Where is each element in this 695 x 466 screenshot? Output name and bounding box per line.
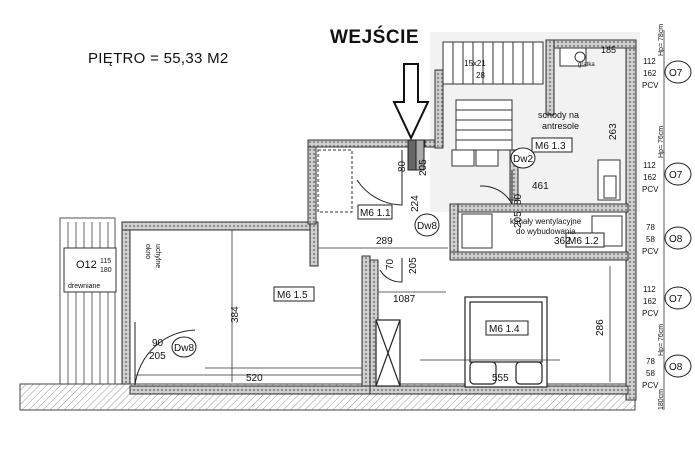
floor-area-title: PIĘTRO = 55,33 M2 bbox=[88, 50, 229, 67]
window-tilt-label: okno bbox=[144, 244, 151, 259]
vent-label: kanały wentylacyjne bbox=[510, 217, 582, 226]
window-pcv-d: PCV bbox=[642, 309, 659, 318]
dim-205-c: 205 bbox=[408, 257, 419, 274]
dim-115: 115 bbox=[100, 258, 111, 265]
closet bbox=[317, 149, 353, 213]
window-o7-a: O7 bbox=[669, 68, 683, 79]
window-size-78-a: 78 bbox=[646, 223, 655, 232]
vent-label-2: do wybudowania bbox=[516, 227, 576, 236]
window-o8-a: O8 bbox=[669, 234, 683, 245]
balcony bbox=[59, 217, 117, 409]
window-size-112-a: 112 bbox=[643, 57, 656, 66]
room-label-1-5: M6 1.5 bbox=[277, 290, 308, 301]
dim-289: 289 bbox=[376, 236, 393, 247]
walls bbox=[121, 39, 637, 401]
window-o12: O12 bbox=[76, 259, 97, 271]
dim-70: 70 bbox=[385, 258, 396, 270]
door-tag-circles bbox=[171, 147, 536, 358]
window-legend-column bbox=[640, 30, 695, 410]
window-size-162-a: 162 bbox=[643, 69, 657, 78]
gratka-label: gratka bbox=[578, 62, 595, 68]
stairs-size-label: 15x21 bbox=[464, 59, 486, 68]
window-size-162-b: 162 bbox=[643, 173, 657, 182]
dim-555: 555 bbox=[492, 373, 509, 384]
bedroom-furniture bbox=[375, 296, 548, 388]
dim-80-a: 80 bbox=[397, 160, 408, 172]
room-label-1-4: M6 1.4 bbox=[489, 324, 520, 335]
dim-180: 180 bbox=[100, 267, 112, 274]
dim-224: 224 bbox=[410, 195, 421, 212]
room-label-1-2: M6 1.2 bbox=[568, 236, 599, 247]
dim-1087: 1087 bbox=[393, 294, 416, 305]
stairs-label: schody na bbox=[538, 110, 579, 120]
dimension-lines bbox=[135, 230, 611, 382]
room-label-boxes bbox=[273, 137, 605, 336]
window-size-112-b: 112 bbox=[643, 161, 656, 170]
window-o7-b: O7 bbox=[669, 170, 683, 181]
window-pcv-e: PCV bbox=[642, 381, 659, 390]
window-size-112-c: 112 bbox=[643, 285, 656, 294]
door-tag-dw8-top: Dw8 bbox=[417, 221, 437, 232]
entrance-title: WEJŚCIE bbox=[330, 27, 420, 48]
room-label-1-1: M6 1.1 bbox=[360, 208, 391, 219]
doors bbox=[134, 139, 513, 386]
dim-90: 90 bbox=[152, 338, 164, 349]
window-size-58-a: 58 bbox=[646, 235, 655, 244]
door-tag-dw2: Dw2 bbox=[513, 154, 533, 165]
sill-height-78: Hp= 78cm bbox=[658, 24, 665, 56]
sill-height-76-b: Hp= 76cm bbox=[658, 324, 665, 356]
entrance-arrow-icon bbox=[392, 63, 430, 141]
window-size-58-b: 58 bbox=[646, 369, 655, 378]
fixtures bbox=[461, 47, 623, 249]
window-o7-c: O7 bbox=[669, 294, 683, 305]
dim-80-b: 80 bbox=[513, 193, 524, 205]
window-pcv-c: PCV bbox=[642, 247, 659, 256]
dim-205-a: 205 bbox=[418, 159, 429, 176]
dim-461: 461 bbox=[532, 181, 549, 192]
room-label-1-3: M6 1.3 bbox=[535, 141, 566, 152]
sill-height-76-a: Hp= 76cm bbox=[658, 126, 665, 158]
dim-520: 520 bbox=[246, 373, 263, 384]
window-pcv-a: PCV bbox=[642, 81, 659, 90]
door-tag-dw8-bottom: Dw8 bbox=[174, 343, 194, 354]
sill-height-180: 180cm bbox=[658, 389, 665, 410]
wooden-label: drewniane bbox=[68, 283, 100, 290]
dim-185: 185 bbox=[601, 45, 616, 55]
dim-286: 286 bbox=[595, 319, 606, 336]
dim-362: 362 bbox=[554, 236, 571, 247]
window-o8-b: O8 bbox=[669, 362, 683, 373]
window-size-78-b: 78 bbox=[646, 357, 655, 366]
dim-263: 263 bbox=[608, 123, 619, 140]
stairs-label-2: antresole bbox=[542, 121, 579, 131]
stairs bbox=[442, 41, 544, 167]
window-size-162-c: 162 bbox=[643, 297, 657, 306]
dim-205-d: 205 bbox=[149, 351, 166, 362]
stairs-count-label: 28 bbox=[476, 71, 485, 80]
window-pcv-b: PCV bbox=[642, 185, 659, 194]
dim-205-b: 205 bbox=[513, 211, 524, 228]
window-tilt-label-2: uchylne bbox=[154, 244, 161, 268]
dim-384: 384 bbox=[230, 306, 241, 323]
